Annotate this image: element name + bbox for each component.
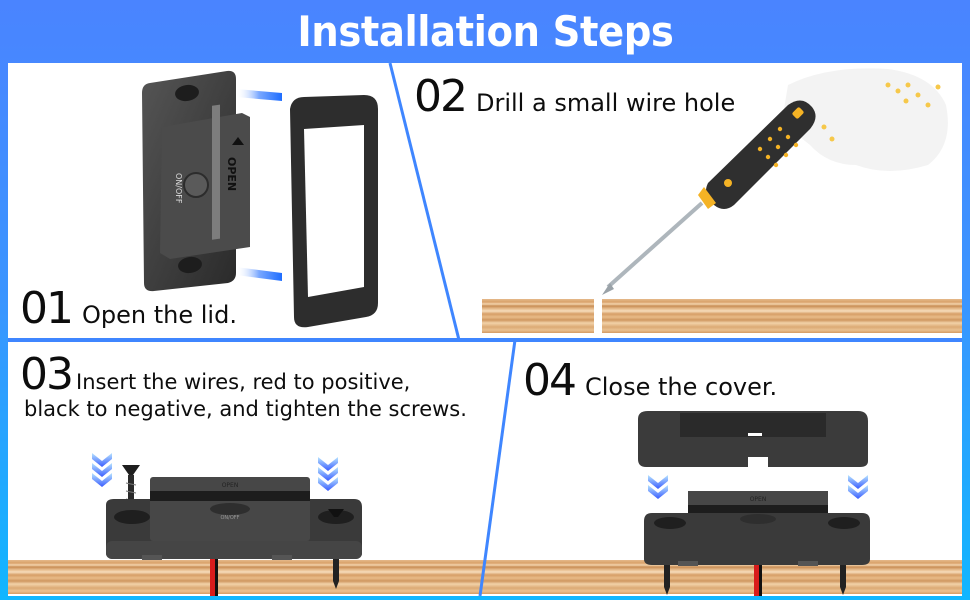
- header-banner: Installation Steps: [0, 0, 970, 62]
- device-closed-illustration: OPEN: [638, 411, 870, 596]
- step-03-text-line2: black to negative, and tighten the screw…: [24, 397, 467, 421]
- motion-arrows-icon: [236, 89, 282, 281]
- black-wire: [215, 559, 218, 596]
- svg-text:OPEN: OPEN: [222, 482, 239, 489]
- step-02-number: 02: [414, 71, 468, 122]
- screw-icon: [664, 565, 670, 595]
- step-03-label: 03 Insert the wires, red to positive, bl…: [20, 353, 467, 422]
- screw-icon: [333, 559, 339, 589]
- step-02-text: Drill a small wire hole: [476, 89, 736, 117]
- step-01-number: 01: [20, 283, 74, 334]
- down-arrows-icon: [92, 453, 112, 487]
- down-arrows-icon: [848, 475, 868, 499]
- step-01-text: Open the lid.: [82, 301, 237, 329]
- step-04-label: 04 Close the cover.: [523, 359, 777, 403]
- svg-text:ON/OFF: ON/OFF: [220, 515, 239, 521]
- page-title: Installation Steps: [296, 6, 674, 56]
- step-03-text-line1: Insert the wires, red to positive,: [76, 370, 411, 394]
- glove: [784, 68, 948, 171]
- power-button-icon: [183, 172, 209, 198]
- svg-text:OPEN: OPEN: [750, 496, 767, 503]
- down-arrows-icon: [318, 457, 338, 491]
- red-wire: [210, 559, 215, 596]
- open-label: OPEN: [225, 157, 238, 191]
- device-open-illustration: ON/OFF OPEN: [142, 70, 378, 328]
- screw-icon: [840, 565, 846, 595]
- device-wired-illustration: OPEN ON/OFF: [92, 453, 362, 596]
- black-wire: [759, 565, 762, 596]
- step-03-number: 03: [20, 349, 74, 400]
- red-wire: [754, 565, 759, 596]
- screwdriver-icon: [602, 68, 948, 295]
- step-04-number: 04: [523, 355, 577, 406]
- diagonal-divider-bottom: [478, 339, 517, 596]
- screw-hole-top: [175, 84, 199, 102]
- steps-panel: ON/OFF OPEN 01 Open the lid. 02 Drill a …: [8, 63, 962, 596]
- screw-hole-bottom: [178, 256, 202, 274]
- open-arrow-icon: [232, 137, 244, 145]
- down-arrows-icon: [648, 475, 668, 499]
- wood-board-right: [602, 299, 962, 333]
- step-01-label: 01 Open the lid.: [20, 287, 237, 331]
- step-04-text: Close the cover.: [585, 373, 778, 401]
- wood-board-left: [482, 299, 594, 333]
- on-off-label: ON/OFF: [174, 173, 183, 204]
